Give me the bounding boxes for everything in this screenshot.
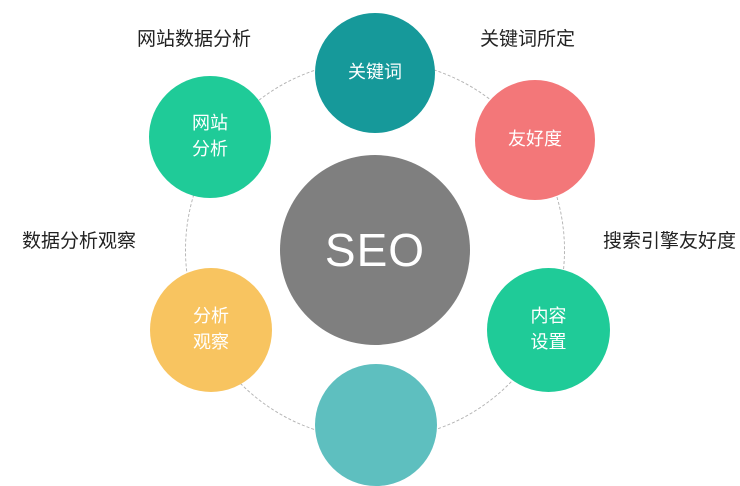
node-analysis-observation: 分析 观察 <box>150 268 272 392</box>
node-keywords-label: 关键词 <box>348 62 402 83</box>
node-friendliness: 友好度 <box>475 80 595 200</box>
node-bottom-partial <box>315 364 437 486</box>
label-keyword-determination: 关键词所定 <box>480 28 576 50</box>
center-node-seo: SEO <box>280 155 470 345</box>
node-content-settings-line1: 内容 <box>530 306 567 327</box>
label-search-engine-friendliness: 搜索引擎友好度 <box>603 230 737 252</box>
node-website-analysis-line2: 分析 <box>192 139 228 160</box>
node-website-analysis-line1: 网站 <box>192 113 228 134</box>
node-keywords: 关键词 <box>315 13 435 133</box>
label-data-analysis-observation: 数据分析观察 <box>22 230 137 252</box>
node-friendliness-label: 友好度 <box>508 129 562 150</box>
node-analysis-observation-line1: 分析 <box>193 306 229 327</box>
label-website-data-analysis: 网站数据分析 <box>137 28 252 50</box>
node-website-analysis: 网站 分析 <box>149 76 271 198</box>
node-content-settings-line2: 设置 <box>530 332 567 353</box>
center-node-label: SEO <box>324 224 426 276</box>
node-content-settings: 内容 设置 <box>487 268 610 392</box>
node-analysis-observation-line2: 观察 <box>193 332 229 353</box>
